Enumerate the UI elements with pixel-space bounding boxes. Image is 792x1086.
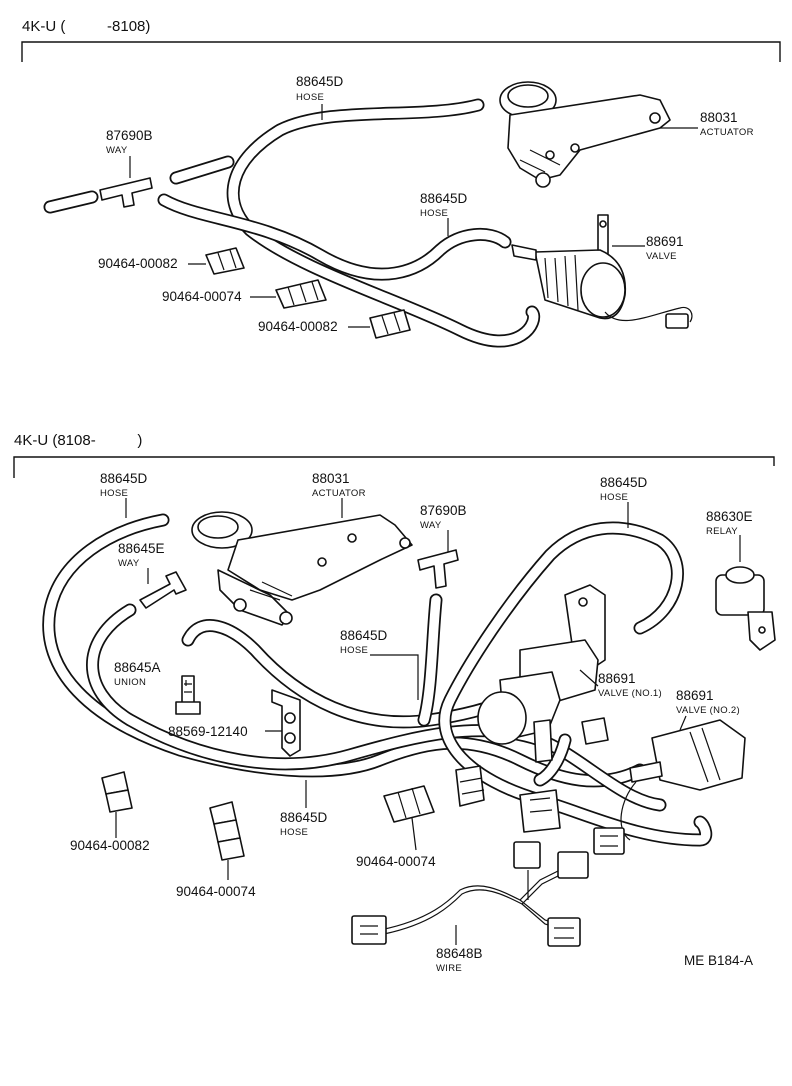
clip-bottom-part-number: 90464-00074 [176, 884, 256, 899]
clip-extra-icon-2 [581, 717, 609, 745]
way-b-icon [417, 549, 459, 589]
valve-1-part-number: 88691 [598, 671, 636, 686]
way-e-icon [139, 571, 187, 609]
clip-icon-3 [369, 309, 411, 339]
valve-name: VALVE [646, 251, 677, 262]
way-e-part-number: 88645E [118, 541, 165, 556]
way-b-part-number: 87690B [420, 503, 467, 518]
actuator-2-name: ACTUATOR [312, 488, 366, 499]
way-name: WAY [106, 145, 128, 156]
hose-center-name: HOSE [340, 645, 368, 656]
hose-bottom-part-number: 88645D [280, 810, 328, 825]
union-icon [175, 675, 201, 715]
section-2-header: 4K-U (8108- ) [14, 432, 142, 449]
section-2: 4K-U (8108- ) [13, 432, 776, 974]
hose-left-part-number: 88645D [100, 471, 148, 486]
hose-center-part-number: 88645D [340, 628, 388, 643]
valve-icon [511, 214, 693, 329]
section-1: 4K-U ( -8108) [21, 18, 781, 348]
way-b-name: WAY [420, 520, 442, 531]
union-name: UNION [114, 677, 146, 688]
valve-2-icon [593, 719, 746, 855]
section-1-hoses [43, 98, 541, 348]
clip-bottom-icon [209, 801, 245, 861]
section-1-frame [21, 41, 781, 62]
section-1-leaders [129, 104, 698, 328]
clip-3-part-number: 90464-00082 [258, 319, 338, 334]
clip-mid-part-number: 90464-00074 [356, 854, 436, 869]
bracket-part-number: 88569-12140 [168, 724, 248, 739]
figure-code: ME B184-A [684, 953, 753, 968]
section-1-header: 4K-U ( -8108) [22, 18, 150, 35]
section-2-frame [13, 456, 775, 478]
valve-part-number: 88691 [646, 234, 684, 249]
relay-name: RELAY [706, 526, 738, 537]
valve-1-name: VALVE (NO.1) [598, 688, 662, 699]
hose-top-name: HOSE [296, 92, 324, 103]
clip-left-part-number: 90464-00082 [70, 838, 150, 853]
actuator-icon [499, 81, 671, 188]
actuator-2-part-number: 88031 [312, 471, 350, 486]
clip-icon-1 [205, 247, 245, 275]
actuator-2-icon [191, 511, 413, 626]
way-e-name: WAY [118, 558, 140, 569]
valve-2-name: VALVE (NO.2) [676, 705, 740, 716]
valve-1-icon [477, 584, 606, 833]
clip-mid-icon [383, 785, 435, 823]
section-2-hoses [42, 513, 713, 847]
clip-icon-2 [275, 279, 327, 309]
hose-left-name: HOSE [100, 488, 128, 499]
clip-extra-icon-1 [455, 765, 485, 807]
way-part-number: 87690B [106, 128, 153, 143]
hose-mid-name: HOSE [420, 208, 448, 219]
wire-harness-icon [351, 841, 589, 947]
way-connector-icon [99, 177, 153, 208]
wire-part-number: 88648B [436, 946, 483, 961]
clip-2-part-number: 90464-00074 [162, 289, 242, 304]
clip-1-part-number: 90464-00082 [98, 256, 178, 271]
relay-part-number: 88630E [706, 509, 753, 524]
relay-icon [715, 566, 776, 651]
hose-top-part-number: 88645D [296, 74, 344, 89]
hose-right-name: HOSE [600, 492, 628, 503]
wire-name: WIRE [436, 963, 462, 974]
clip-left-icon [101, 771, 133, 813]
hose-bottom-name: HOSE [280, 827, 308, 838]
valve-2-part-number: 88691 [676, 688, 714, 703]
section-2-leaders [115, 498, 741, 945]
actuator-name: ACTUATOR [700, 127, 754, 138]
bracket-icon [271, 689, 301, 757]
union-part-number: 88645A [114, 660, 161, 675]
actuator-part-number: 88031 [700, 110, 738, 125]
hose-right-part-number: 88645D [600, 475, 648, 490]
hose-mid-part-number: 88645D [420, 191, 468, 206]
